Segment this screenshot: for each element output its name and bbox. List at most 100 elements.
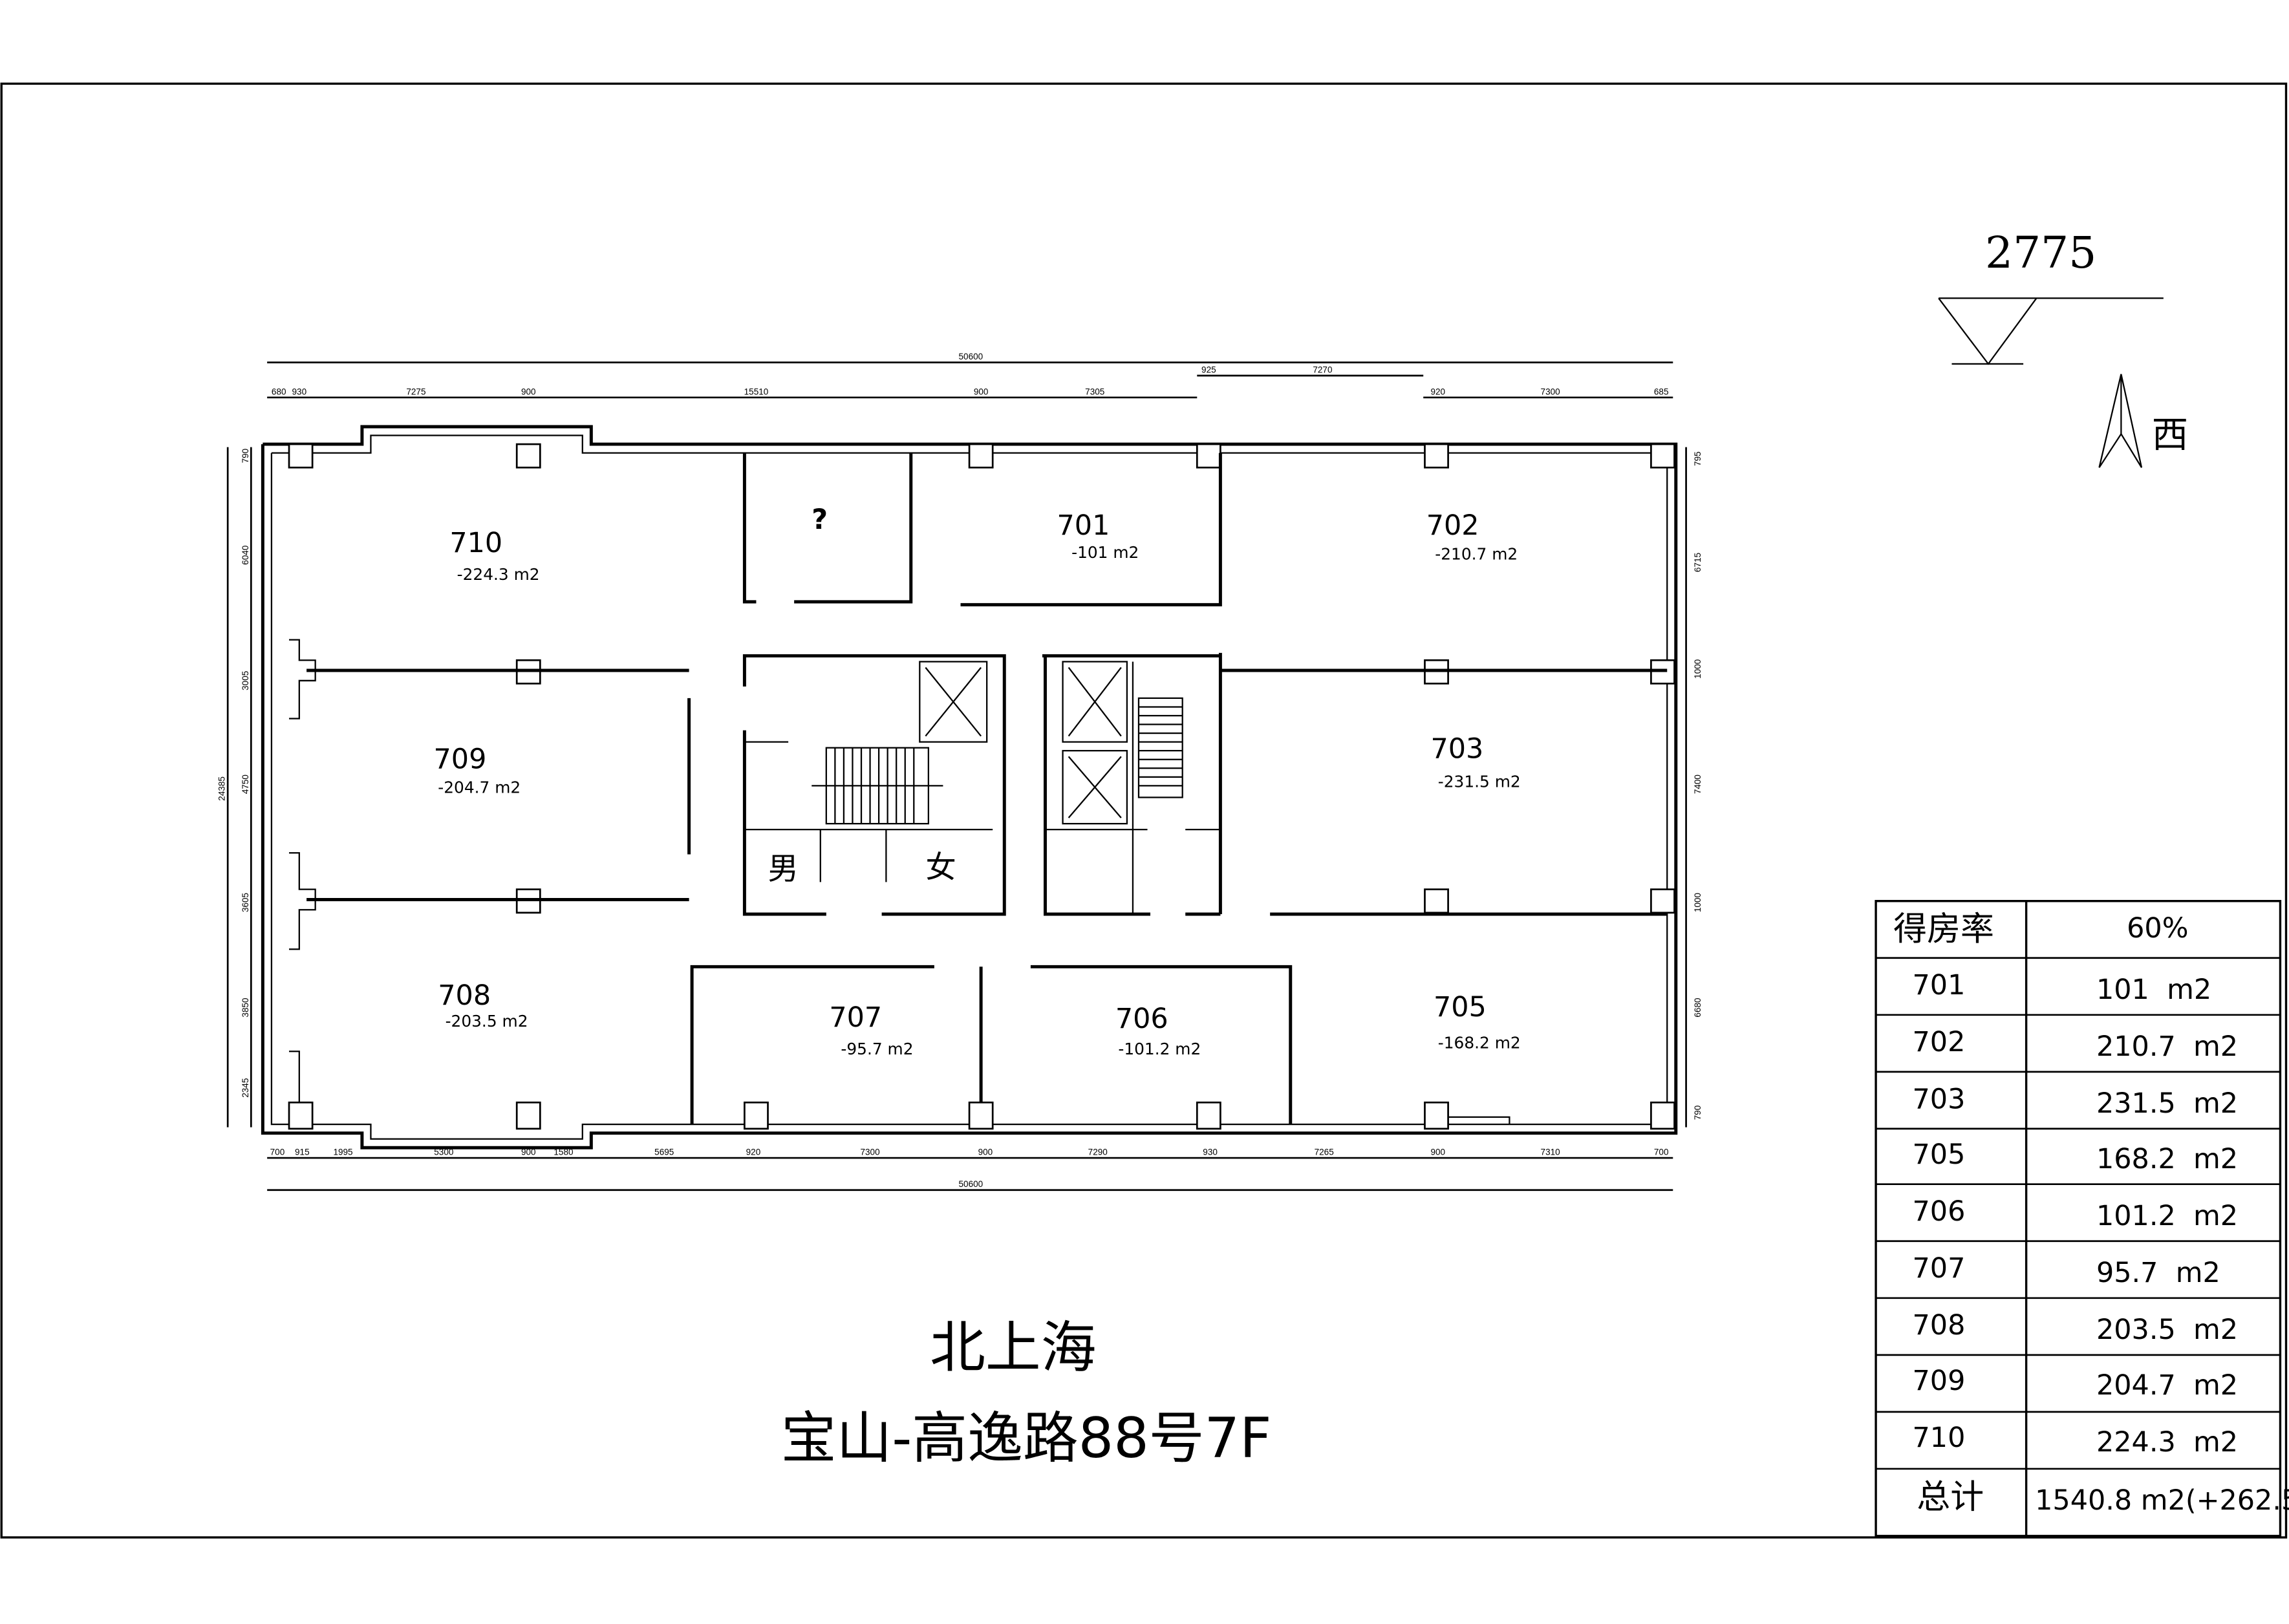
dim-bottom: 7290 <box>1088 1148 1108 1157</box>
table-room: 709 <box>1913 1365 1966 1397</box>
room-label-705: 705 -168.2 m2 <box>1434 991 1521 1052</box>
table-area: 203.5 m2 <box>2096 1314 2238 1346</box>
table-area: 231.5 m2 <box>2096 1087 2238 1120</box>
svg-text:-210.7 m2: -210.7 m2 <box>1435 544 1518 563</box>
dim-top-mid: 925 <box>1201 365 1216 374</box>
dim-left: 3605 <box>241 893 250 912</box>
svg-text:707: 707 <box>829 1001 882 1034</box>
dim-top-total: 50600 <box>959 352 983 361</box>
table-room: 703 <box>1913 1083 1966 1115</box>
dim-bottom: 5695 <box>654 1148 674 1157</box>
compass-arrow-icon <box>2098 374 2143 468</box>
elevation-value: 2775 <box>1985 227 2096 278</box>
dim-top: 7305 <box>1085 387 1104 396</box>
dim-right: 1000 <box>1693 893 1703 912</box>
dim-top: 920 <box>1430 387 1445 396</box>
table-room: 705 <box>1913 1138 1966 1171</box>
dimension-labels: 50600 925 7270 680 930 7275 900 15510 90… <box>217 352 1703 1189</box>
svg-text:-101 m2: -101 m2 <box>1071 543 1139 562</box>
dim-left: 2345 <box>241 1078 250 1098</box>
svg-text:-101.2 m2: -101.2 m2 <box>1118 1040 1201 1058</box>
dim-bottom: 920 <box>746 1148 761 1157</box>
dim-left: 4750 <box>241 775 250 794</box>
dim-bottom: 930 <box>1203 1148 1218 1157</box>
svg-text:-204.7 m2: -204.7 m2 <box>438 778 521 797</box>
room-label-709: 709 -204.7 m2 <box>434 743 521 796</box>
room-label-701: 701 -101 m2 <box>1057 509 1139 562</box>
svg-text:-168.2 m2: -168.2 m2 <box>1438 1034 1521 1052</box>
dim-right: 6680 <box>1693 998 1703 1017</box>
table-area: 224.3 m2 <box>2096 1426 2238 1458</box>
drawing-frame <box>0 82 2288 1539</box>
stairs-icon <box>1137 697 1183 798</box>
table-room: 706 <box>1913 1195 1966 1228</box>
dim-left: 3850 <box>241 998 250 1017</box>
dim-bottom-total: 50600 <box>959 1179 983 1189</box>
dim-top: 900 <box>521 387 536 396</box>
dim-bottom: 900 <box>1430 1148 1445 1157</box>
dim-left: 790 <box>241 449 250 464</box>
dim-right: 1000 <box>1693 659 1703 679</box>
table-room: 708 <box>1913 1309 1966 1341</box>
table-room: 707 <box>1913 1252 1966 1285</box>
dim-bottom: 7300 <box>861 1148 880 1157</box>
restroom-female-label: 女 <box>925 850 956 886</box>
restroom-male-label: 男 <box>768 851 799 887</box>
table-area: 95.7 m2 <box>2096 1257 2220 1289</box>
room-label-708: 708 -203.5 m2 <box>438 979 528 1031</box>
dim-top: 15510 <box>744 387 769 396</box>
dim-right: 7400 <box>1693 775 1703 794</box>
dimension-lines <box>226 361 1687 1191</box>
table-room: 710 <box>1913 1422 1966 1454</box>
svg-text:-224.3 m2: -224.3 m2 <box>457 565 540 584</box>
table-area: 101.2 m2 <box>2096 1200 2238 1232</box>
svg-text:-203.5 m2: -203.5 m2 <box>446 1012 528 1031</box>
dim-bottom: 7265 <box>1315 1148 1334 1157</box>
table-area: 101 m2 <box>2096 974 2211 1006</box>
room-label-707: 707 -95.7 m2 <box>829 1001 913 1058</box>
table-room: 702 <box>1913 1026 1966 1058</box>
dim-bottom: 900 <box>978 1148 993 1157</box>
dim-right: 795 <box>1693 451 1703 466</box>
stairs-icon <box>811 747 943 825</box>
dim-bottom: 1580 <box>553 1148 573 1157</box>
svg-text:705: 705 <box>1434 991 1487 1023</box>
dim-bottom: 900 <box>521 1148 536 1157</box>
svg-text:702: 702 <box>1426 509 1479 542</box>
svg-text:710: 710 <box>449 527 502 559</box>
svg-text:703: 703 <box>1431 732 1484 765</box>
elevation-marker: 2775 <box>1938 227 2164 365</box>
table-area: 168.2 m2 <box>2096 1143 2238 1175</box>
dim-bottom: 700 <box>270 1148 285 1157</box>
room-label-706: 706 -101.2 m2 <box>1115 1003 1201 1058</box>
table-header-value: 60% <box>2127 912 2188 945</box>
dim-top: 685 <box>1654 387 1669 396</box>
table-header-label: 得房率 <box>1893 910 1994 949</box>
dim-top: 930 <box>292 387 307 396</box>
room-label-710: 710 -224.3 m2 <box>449 527 539 584</box>
room-label-703: 703 -231.5 m2 <box>1431 732 1521 791</box>
dim-top: 7300 <box>1541 387 1560 396</box>
dim-top: 7275 <box>406 387 425 396</box>
svg-text:708: 708 <box>438 979 491 1012</box>
dim-right: 6715 <box>1693 553 1703 572</box>
compass-direction-label: 西 <box>2152 414 2188 456</box>
dim-top: 900 <box>974 387 989 396</box>
table-area: 204.7 m2 <box>2096 1369 2238 1402</box>
dim-bottom: 915 <box>295 1148 310 1157</box>
dim-left: 6040 <box>241 546 250 565</box>
dim-top: 680 <box>272 387 286 396</box>
dim-bottom: 1995 <box>333 1148 352 1157</box>
dim-bottom: 7310 <box>1541 1148 1560 1157</box>
dim-top-mid: 7270 <box>1313 365 1332 374</box>
table-total-label: 总计 <box>1917 1478 1984 1517</box>
title-address: 宝山-高逸路88号7F <box>781 1406 1272 1471</box>
area-table: 得房率 60% 701 101 m2 702 210.7 m2 703 231.… <box>1875 900 2289 1537</box>
room-label-702: 702 -210.7 m2 <box>1426 509 1518 563</box>
table-total-value: 1540.8 m2(+262.54)m2 <box>2035 1484 2289 1517</box>
title-city: 北上海 <box>930 1316 1096 1380</box>
unknown-room-label: ? <box>811 504 828 536</box>
dim-bottom: 5300 <box>434 1148 453 1157</box>
svg-text:706: 706 <box>1115 1003 1168 1035</box>
svg-text:709: 709 <box>434 743 487 775</box>
